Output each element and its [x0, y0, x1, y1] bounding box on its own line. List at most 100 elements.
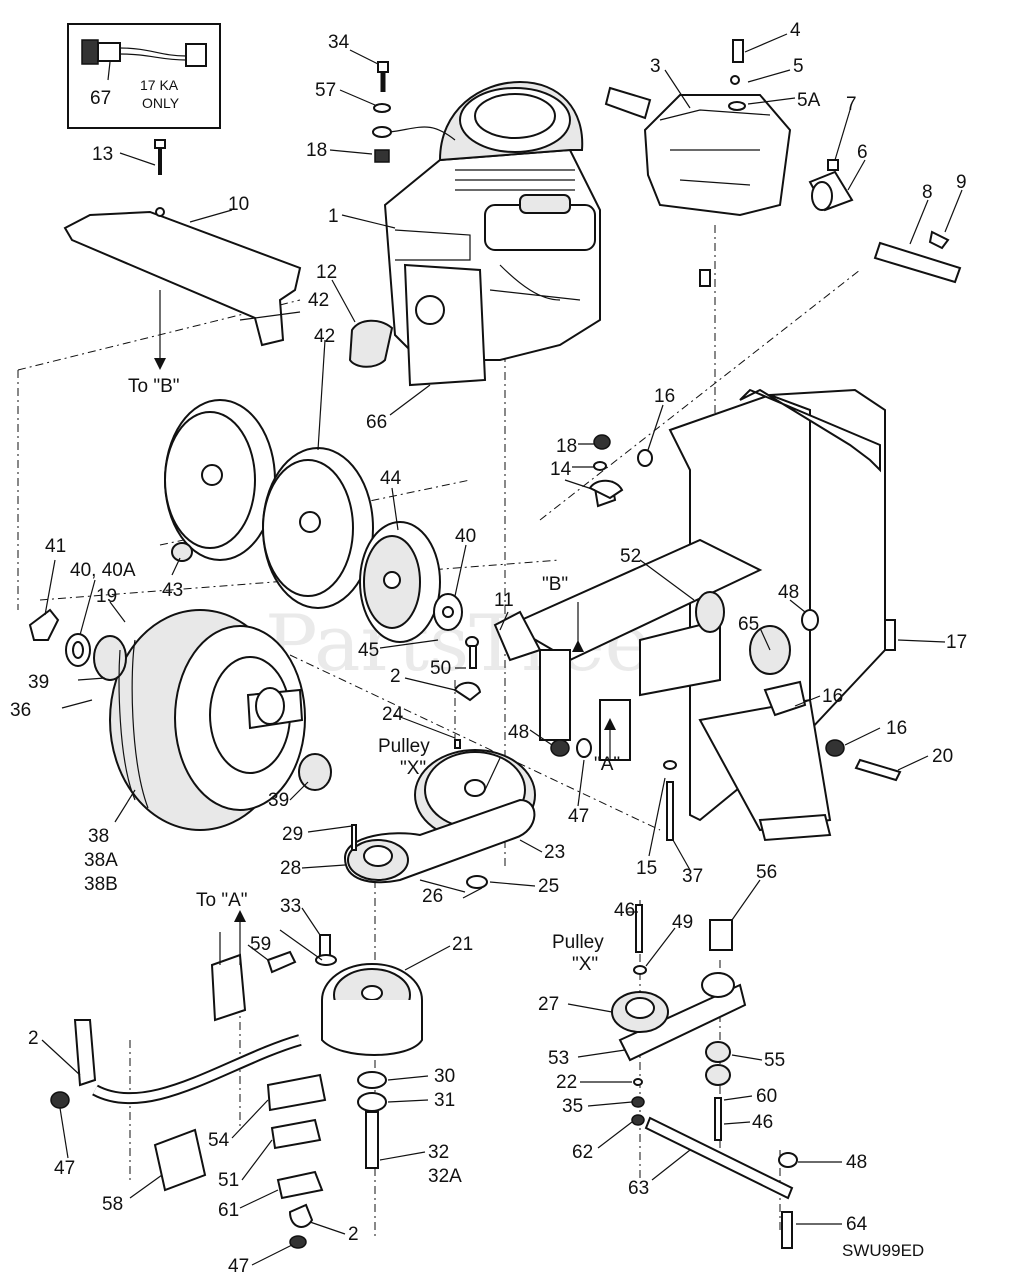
- part-label: 13: [92, 144, 113, 165]
- part-label: 59: [250, 934, 271, 955]
- part-label: 65: [738, 614, 759, 635]
- part-label: 38: [88, 826, 109, 847]
- part-label: 42: [314, 326, 335, 347]
- part-label: 49: [672, 912, 693, 933]
- part-label: 6: [857, 142, 868, 163]
- part-label: 27: [538, 994, 559, 1015]
- belt-drive: [343, 749, 536, 889]
- part-label: 40: [455, 526, 476, 547]
- drive-wheel: [28, 608, 332, 831]
- part-label: 43: [162, 580, 183, 601]
- part-label: 46: [752, 1112, 773, 1133]
- part-label: 5A: [797, 90, 821, 111]
- pulley-label-2: Pulley: [552, 932, 604, 953]
- engine-mount-bolt: [372, 61, 456, 163]
- part-label: 47: [228, 1256, 249, 1277]
- part-label: 32A: [428, 1166, 462, 1187]
- part-label: 2: [28, 1028, 39, 1049]
- part-label: 45: [358, 640, 379, 661]
- part-label: 46: [614, 900, 635, 921]
- part-label: 50: [430, 658, 451, 679]
- part-label: 47: [54, 1158, 75, 1179]
- part-label: 1: [328, 206, 339, 227]
- part-label: 38B: [84, 874, 118, 895]
- part-label: 38A: [84, 850, 118, 871]
- part-label: 2: [390, 666, 401, 687]
- part-label: 44: [380, 468, 402, 489]
- part-label: 16: [886, 718, 907, 739]
- part-label: 56: [756, 862, 777, 883]
- part-label: 64: [846, 1214, 868, 1235]
- part-label: 52: [620, 546, 641, 567]
- clutch-cable: [50, 953, 327, 1249]
- part-label: 33: [280, 896, 301, 917]
- part-label: 9: [956, 172, 967, 193]
- part-label: 18: [306, 140, 327, 161]
- part-label: 39: [268, 790, 289, 811]
- part-label: 62: [572, 1142, 593, 1163]
- part-label: 25: [538, 876, 559, 897]
- part-label: 21: [452, 934, 473, 955]
- part-label: 3: [650, 56, 661, 77]
- to-a-callout: To "A": [196, 890, 248, 911]
- part-label: 60: [756, 1086, 777, 1107]
- part-label: 26: [422, 886, 443, 907]
- part-label: 30: [434, 1066, 455, 1087]
- part-label: 36: [10, 700, 31, 721]
- part-label: 10: [228, 194, 249, 215]
- leader-lines: [41, 33, 963, 1266]
- part-label: 28: [280, 858, 301, 879]
- part-label: 34: [328, 32, 350, 53]
- part-label: 53: [548, 1048, 569, 1069]
- part-label: 48: [508, 722, 529, 743]
- part-label: 61: [218, 1200, 239, 1221]
- part-label: 55: [764, 1050, 785, 1071]
- part-labels: 34 57 18 1 13 10 12 66 4 3 5 5A 7 6 8 9 …: [10, 20, 967, 1277]
- part-label: 11: [494, 590, 514, 611]
- callouts: To "B" To "A" "B" "A" Pulley "X" Pulley …: [128, 376, 924, 1260]
- part-label: 39: [28, 672, 49, 693]
- part-label: 51: [218, 1170, 239, 1191]
- part-label: 32: [428, 1142, 449, 1163]
- inset-note-1: 17 KA: [140, 77, 179, 93]
- part-label: 37: [682, 866, 703, 887]
- part-label: 48: [846, 1152, 867, 1173]
- part-label: 14: [550, 459, 572, 480]
- inset-part-number: 67: [90, 88, 111, 109]
- a-marker: "A": [594, 754, 620, 775]
- part-label: 16: [822, 686, 843, 707]
- part-label: 42: [308, 290, 329, 311]
- to-b-callout: To "B": [128, 376, 180, 397]
- transmission: [604, 39, 962, 284]
- part-label: 8: [922, 182, 933, 203]
- clutch: [266, 934, 423, 1169]
- part-label: 35: [562, 1096, 583, 1117]
- part-label: 24: [382, 704, 404, 725]
- part-label: 2: [348, 1224, 359, 1245]
- part-label: 57: [315, 80, 336, 101]
- diagram-code: SWU99ED: [842, 1241, 924, 1260]
- pulley-x-label: "X": [400, 758, 426, 779]
- part-label: 29: [282, 824, 303, 845]
- direction-arrows: [154, 358, 616, 965]
- part-label: 7: [846, 94, 857, 115]
- part-label: 12: [316, 262, 337, 283]
- bracket-plate: [63, 139, 302, 347]
- part-label: 54: [208, 1130, 230, 1151]
- engine: [383, 80, 601, 387]
- part-label: 23: [544, 842, 565, 863]
- pulley-x-label-2: "X": [572, 954, 598, 975]
- part-label: 48: [778, 582, 799, 603]
- wire-harness-icon: [81, 39, 207, 81]
- part-label: 58: [102, 1194, 123, 1215]
- engine-cap: [348, 319, 394, 368]
- part-label: 19: [96, 586, 117, 607]
- pulley-label: Pulley: [378, 736, 430, 757]
- part-label: 31: [434, 1090, 455, 1111]
- part-label: 17: [946, 632, 967, 653]
- inset-box: 67 17 KA ONLY: [67, 23, 221, 129]
- part-label: 18: [556, 436, 577, 457]
- part-label: 16: [654, 386, 675, 407]
- part-label: 4: [790, 20, 801, 41]
